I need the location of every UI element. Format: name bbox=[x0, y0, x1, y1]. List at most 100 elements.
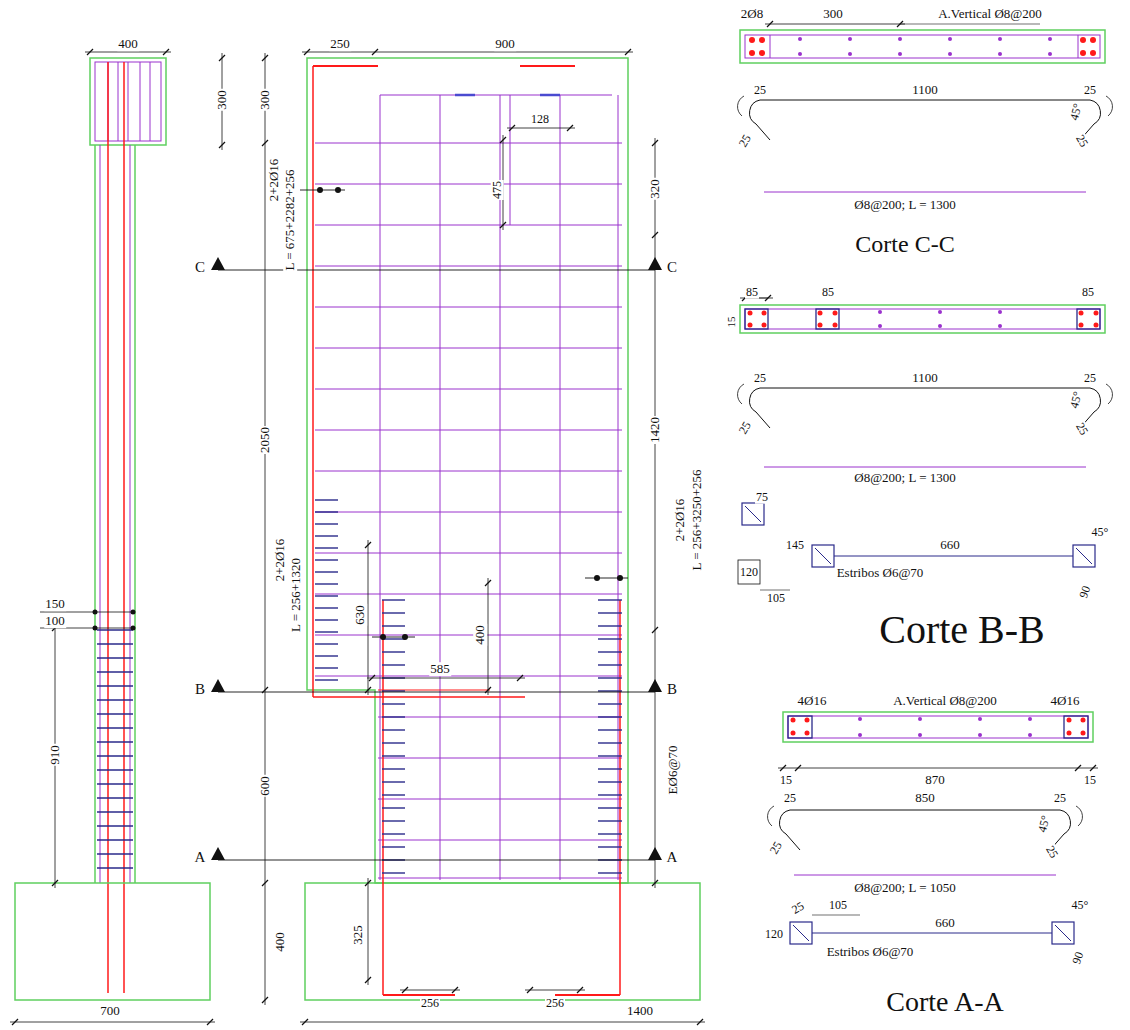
horizontal-bar bbox=[315, 225, 622, 226]
horizontal-bar bbox=[315, 307, 622, 308]
rebar-dot bbox=[1080, 37, 1086, 43]
stirrup bbox=[97, 727, 133, 728]
vertical-bar-dot bbox=[978, 733, 982, 737]
section-outline bbox=[740, 305, 1105, 333]
vertical-bar bbox=[440, 95, 441, 880]
rebar bbox=[383, 994, 455, 996]
stirrup bbox=[315, 559, 338, 560]
cap-bar bbox=[140, 62, 141, 141]
bar-dimension: 45° bbox=[1035, 813, 1052, 834]
bar-dimension: 75 bbox=[755, 491, 769, 504]
stirrup bbox=[97, 839, 133, 840]
tie bbox=[1078, 35, 1079, 58]
section-title: Corte B-B bbox=[878, 609, 1046, 651]
bar-dimension: 1100 bbox=[911, 371, 939, 385]
dimension-line bbox=[368, 878, 369, 985]
dimension-value: 300 bbox=[258, 89, 272, 111]
leader bbox=[900, 24, 1040, 25]
dimension-value: 15 bbox=[1083, 774, 1097, 787]
dimension-tick bbox=[500, 222, 506, 228]
bar-dimension: 25 bbox=[736, 132, 754, 150]
dimension-tick bbox=[262, 880, 268, 886]
vertical-bar-dot bbox=[998, 324, 1002, 328]
bar-shape bbox=[790, 810, 1060, 811]
rebar-callout: A.Vertical Ø8@200 bbox=[892, 694, 998, 708]
rebar-dot bbox=[1079, 311, 1084, 316]
dimension-tick bbox=[485, 580, 491, 586]
dimension-value: 300 bbox=[822, 7, 844, 21]
leader-dot bbox=[335, 187, 341, 193]
stirrup bbox=[97, 769, 133, 770]
stirrup bbox=[598, 664, 622, 665]
dimension-value: 585 bbox=[429, 662, 451, 676]
dimension-tick bbox=[527, 987, 533, 993]
rebar-dot bbox=[1079, 323, 1084, 328]
bar-shape bbox=[760, 100, 1090, 101]
dimension-tick bbox=[652, 880, 658, 886]
vertical-bar-dot bbox=[948, 37, 952, 41]
dimension-value: 630 bbox=[353, 604, 367, 626]
stirrup bbox=[598, 729, 622, 730]
rebar bbox=[313, 696, 525, 698]
stirrup bbox=[598, 833, 622, 834]
leader-dot bbox=[594, 575, 600, 581]
stirrup-detail bbox=[812, 545, 834, 567]
rebar-dot bbox=[748, 311, 753, 316]
dimension-tick bbox=[517, 675, 523, 681]
cap-bar bbox=[118, 62, 119, 141]
dimension-value: 1420 bbox=[648, 416, 662, 444]
stirrup bbox=[788, 716, 812, 738]
stirrup bbox=[382, 794, 405, 795]
cap-bar bbox=[128, 62, 129, 141]
stirrup bbox=[598, 651, 622, 652]
dimension-line bbox=[507, 128, 575, 129]
dimension-tick bbox=[1090, 765, 1096, 771]
rebar-callout: Ø8@200; L = 1300 bbox=[853, 471, 957, 485]
stirrup bbox=[315, 535, 338, 536]
dimension-tick bbox=[652, 140, 658, 146]
dimension-tick bbox=[365, 687, 371, 693]
leader-dot bbox=[131, 626, 136, 631]
leader-dot bbox=[380, 634, 386, 640]
stirrup bbox=[1064, 716, 1088, 738]
bar-dimension: 25 bbox=[789, 899, 807, 917]
rebar-callout: 2+2Ø16 bbox=[673, 498, 687, 543]
footing bbox=[15, 883, 210, 1000]
vertical-bar-dot bbox=[898, 37, 902, 41]
section-stirrup bbox=[745, 35, 1100, 58]
stirrup bbox=[382, 664, 405, 665]
vertical-bar-dot bbox=[1048, 37, 1052, 41]
stirrup bbox=[97, 755, 133, 756]
dimension-tick bbox=[262, 140, 268, 146]
rebar-dot bbox=[818, 323, 823, 328]
dimension-line bbox=[367, 678, 525, 679]
vertical-bar-dot bbox=[1048, 52, 1052, 56]
bar-dimension: 25 bbox=[1053, 792, 1067, 805]
stirrup bbox=[1077, 309, 1100, 329]
stirrup-detail bbox=[790, 922, 812, 944]
rebar-dot bbox=[1081, 731, 1086, 736]
leader-dot bbox=[93, 626, 98, 631]
dimension-tick bbox=[1075, 765, 1081, 771]
dimension-value: 870 bbox=[924, 773, 946, 787]
dimension-line bbox=[812, 915, 860, 916]
rebar-dot bbox=[805, 731, 810, 736]
vertical-bar-dot bbox=[978, 717, 982, 721]
cap-bar bbox=[150, 62, 151, 141]
bar-dimension: 1100 bbox=[911, 83, 939, 97]
dimension-tick bbox=[219, 55, 225, 61]
stirrup bbox=[382, 807, 405, 808]
vertical-bar-dot bbox=[798, 37, 802, 41]
rebar-dot bbox=[1081, 718, 1086, 723]
dimension-tick bbox=[262, 687, 268, 693]
bar-dimension: 90 bbox=[1070, 949, 1087, 966]
vertical-bar-dot bbox=[858, 733, 862, 737]
bar-dimension: 25 bbox=[1073, 420, 1091, 438]
column-outline bbox=[134, 145, 136, 883]
dimension-tick bbox=[304, 49, 310, 55]
stirrup bbox=[598, 820, 622, 821]
rebar bbox=[312, 66, 314, 697]
dimension-tick bbox=[509, 125, 515, 131]
bar-dimension: 25 bbox=[1083, 84, 1097, 97]
rebar-callout: EØ6@70 bbox=[666, 745, 680, 796]
